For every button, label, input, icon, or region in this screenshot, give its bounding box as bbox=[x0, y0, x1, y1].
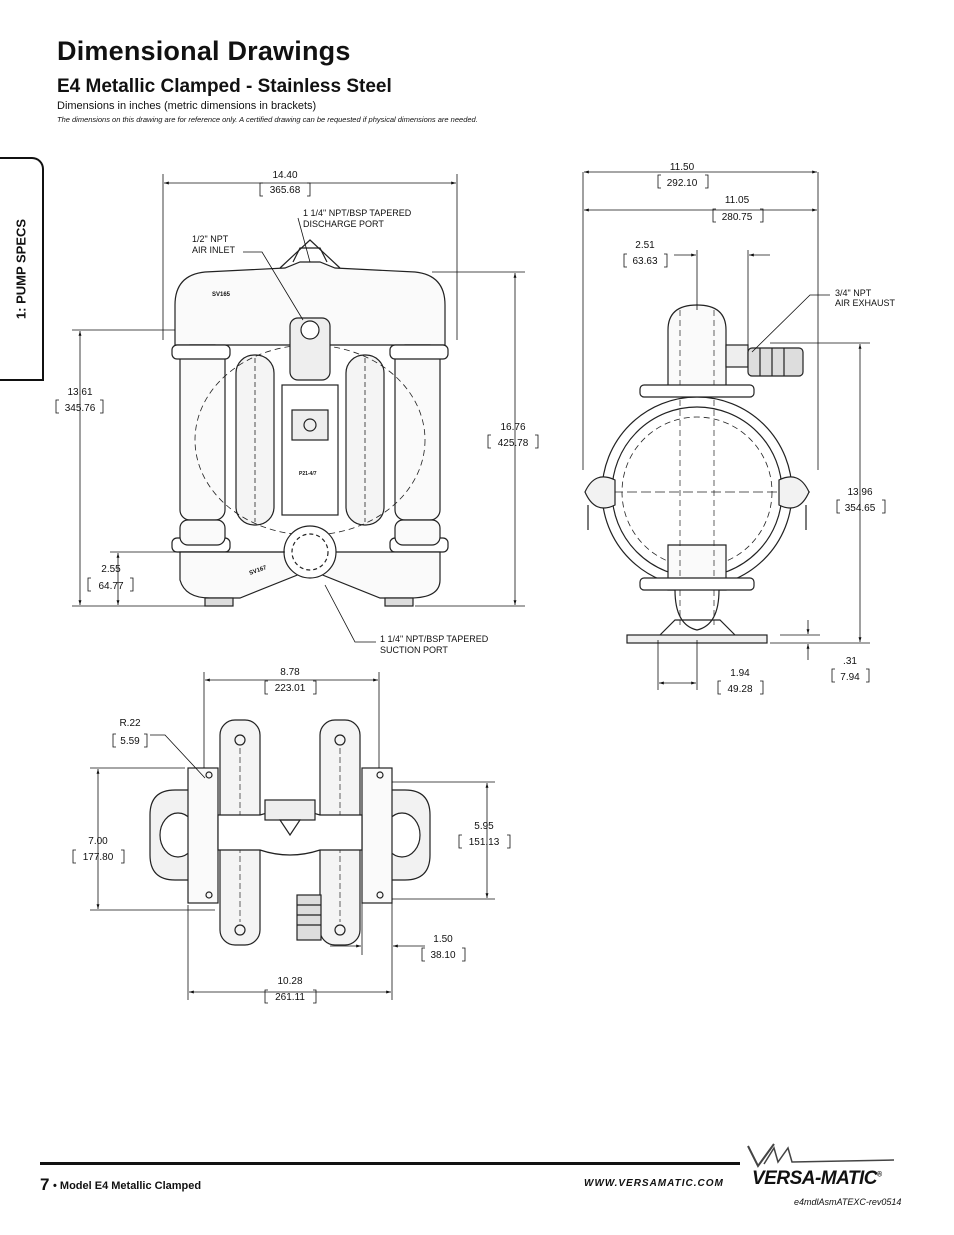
suction-port-label-1: 1 1/4" NPT/BSP TAPERED bbox=[380, 634, 489, 644]
dim-side-top-offset-in: 2.51 bbox=[635, 240, 655, 251]
dim-front-overall-height-in: 16.76 bbox=[500, 422, 525, 433]
discharge-port-label-1: 1 1/4" NPT/BSP TAPERED bbox=[303, 208, 412, 218]
dim-front-overall-height-mm: 425.78 bbox=[498, 438, 529, 449]
air-inlet-label-2: AIR INLET bbox=[192, 245, 236, 255]
dim-front-suction-height-mm: 64.77 bbox=[98, 581, 123, 592]
svg-text:SV165: SV165 bbox=[212, 292, 231, 298]
dim-side-base-offset-mm: 49.28 bbox=[727, 684, 752, 695]
air-exhaust-label-2: AIR EXHAUST bbox=[835, 298, 896, 308]
dim-top-width-bottom-mm: 261.11 bbox=[275, 992, 305, 1003]
dim-side-base-offset-in: 1.94 bbox=[730, 668, 750, 679]
footer-model-text: • Model E4 Metallic Clamped bbox=[53, 1180, 202, 1192]
dim-front-width-mm: 365.68 bbox=[270, 185, 301, 196]
dim-top-bolt-offset-in: 1.50 bbox=[433, 934, 453, 945]
registered-mark: ® bbox=[877, 1171, 882, 1179]
dim-side-height-mm: 354.65 bbox=[845, 503, 876, 514]
front-part-mark: P21-4/7 bbox=[299, 471, 317, 477]
footer-divider bbox=[40, 1162, 740, 1165]
dim-side-top-offset-mm: 63.63 bbox=[632, 256, 657, 267]
dim-side-height-in: 13.96 bbox=[847, 487, 872, 498]
dim-side-base-thickness-in: .31 bbox=[843, 656, 857, 667]
dim-front-discharge-height-mm: 345.76 bbox=[65, 403, 96, 414]
side-view-drawing bbox=[584, 304, 810, 644]
reference-note: The dimensions on this drawing are for r… bbox=[57, 115, 478, 124]
front-view-drawing: SV165 SV167 bbox=[171, 239, 449, 607]
dim-top-inner-height-mm: 151.13 bbox=[469, 837, 500, 848]
revision-code: e4mdlAsmATEXC-rev0514 bbox=[794, 1197, 902, 1207]
dim-top-radius-in: R.22 bbox=[119, 718, 141, 729]
page-subtitle: E4 Metallic Clamped - Stainless Steel bbox=[57, 76, 392, 97]
dim-top-overall-height-in: 7.00 bbox=[88, 836, 108, 847]
brand-logo-text: VERSA-MATIC® bbox=[752, 1168, 882, 1190]
discharge-port-label-2: DISCHARGE PORT bbox=[303, 219, 384, 229]
dim-side-overall-width-in: 11.50 bbox=[670, 162, 695, 173]
dim-top-inner-height-in: 5.95 bbox=[474, 821, 494, 832]
dim-front-discharge-height-in: 13.61 bbox=[67, 387, 92, 398]
dim-top-width-top-mm: 223.01 bbox=[275, 683, 306, 694]
dim-side-base-thickness-mm: 7.94 bbox=[840, 672, 860, 683]
dim-top-radius-mm: 5.59 bbox=[120, 736, 140, 747]
dim-top-overall-height-mm: 177.80 bbox=[83, 852, 114, 863]
dim-front-width-in: 14.40 bbox=[272, 170, 297, 181]
suction-port-label-2: SUCTION PORT bbox=[380, 645, 448, 655]
units-note: Dimensions in inches (metric dimensions … bbox=[57, 100, 317, 112]
dim-side-clamp-width-mm: 280.75 bbox=[722, 212, 753, 223]
air-inlet-label-1: 1/2" NPT bbox=[192, 234, 229, 244]
dim-side-clamp-width-in: 11.05 bbox=[725, 195, 750, 206]
air-exhaust-label-1: 3/4" NPT bbox=[835, 288, 872, 298]
dim-side-overall-width-mm: 292.10 bbox=[667, 178, 698, 189]
dim-top-width-bottom-in: 10.28 bbox=[277, 976, 302, 987]
dim-top-bolt-offset-mm: 38.10 bbox=[430, 950, 455, 961]
dim-front-suction-height-in: 2.55 bbox=[101, 564, 121, 575]
brand-name: VERSA-MATIC bbox=[752, 1168, 878, 1189]
top-view-drawing bbox=[149, 719, 431, 946]
section-tab[interactable]: 1: PUMP SPECS bbox=[0, 157, 44, 381]
dim-top-width-top-in: 8.78 bbox=[280, 667, 300, 678]
versa-matic-logo-mark bbox=[747, 1143, 894, 1168]
page-title: Dimensional Drawings bbox=[57, 36, 351, 66]
page-number: 7 bbox=[40, 1175, 50, 1194]
website-link[interactable]: WWW.VERSAMATIC.COM bbox=[584, 1178, 724, 1189]
